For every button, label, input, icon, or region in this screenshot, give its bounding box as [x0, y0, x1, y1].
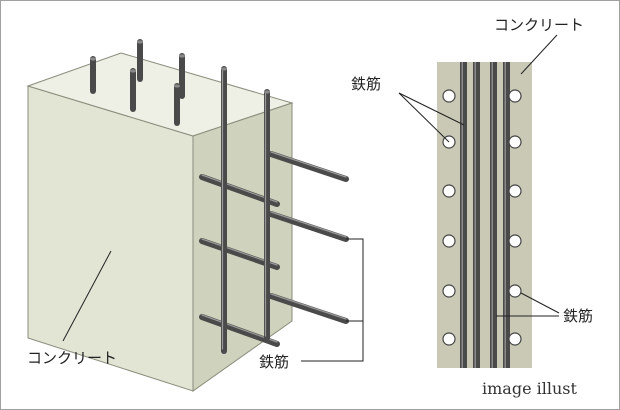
rebar-circle — [442, 184, 456, 198]
right-leaders — [398, 34, 560, 317]
rebar-circle — [508, 135, 522, 149]
concrete-section — [437, 62, 532, 368]
rebar-circle — [508, 332, 522, 346]
rebar-circle — [508, 89, 522, 103]
rebar-cross-sections — [442, 89, 522, 346]
rebar-circle — [508, 184, 522, 198]
rebar-vertical — [264, 89, 270, 341]
watermark: image illust — [482, 379, 577, 398]
rebar-tie — [268, 293, 349, 324]
rebar-bar — [503, 62, 510, 368]
rebar-bar — [490, 62, 497, 368]
left-concrete-leader — [62, 250, 112, 342]
side-vertical-rebars — [221, 66, 270, 354]
rebar-stub — [137, 39, 143, 82]
column-side-face — [192, 102, 293, 392]
rebar-circle — [508, 284, 522, 298]
rebar-vertical — [221, 66, 227, 354]
rebar-tie — [268, 151, 349, 182]
right-rebar-label-bottom: 鉄筋 — [563, 307, 593, 325]
rebar-bar — [473, 62, 480, 368]
left-rebar-label: 鉄筋 — [259, 353, 289, 371]
rebar-circle — [508, 234, 522, 248]
rebar-stub — [130, 68, 136, 112]
right-rebar-label-top: 鉄筋 — [351, 75, 381, 93]
concrete-column-3d — [26, 52, 294, 392]
rebar-bar — [460, 62, 467, 368]
rebar-stub — [179, 53, 185, 99]
rebar-circle — [442, 89, 456, 103]
rebar-stub — [90, 56, 96, 94]
rebar-circle — [442, 234, 456, 248]
rebar-circle — [442, 284, 456, 298]
top-rebar-stubs — [90, 39, 185, 126]
section-vertical-rebars — [460, 62, 510, 368]
column-front-face — [27, 85, 194, 392]
rebar-circle — [442, 332, 456, 346]
rebar-tie — [268, 211, 349, 242]
right-concrete-label: コンクリート — [494, 16, 584, 34]
left-rebar-leader — [301, 238, 364, 362]
left-concrete-label: コンクリート — [27, 349, 117, 367]
rebar-stub — [174, 83, 180, 126]
